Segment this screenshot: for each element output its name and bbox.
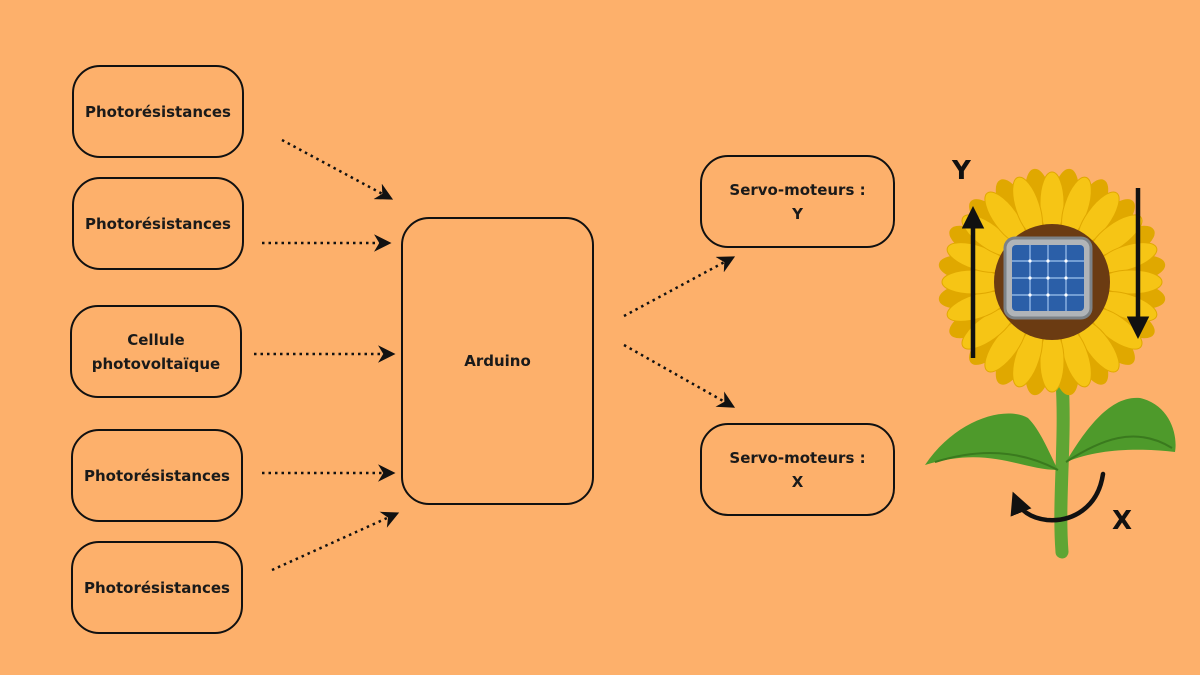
input-label-line-2: photovoltaïque bbox=[91, 354, 221, 373]
axis-label-x: X bbox=[1112, 506, 1133, 536]
input-box-photoresistances-1: Photorésistances bbox=[72, 65, 244, 158]
leaf-right-icon bbox=[1065, 397, 1176, 463]
input-label: Photorésistances bbox=[85, 102, 231, 121]
input-label: Photorésistances bbox=[84, 466, 230, 485]
leaf-left-icon bbox=[925, 413, 1059, 471]
arrow-arduino-to-servo-x bbox=[623, 343, 736, 408]
input-label: Photorésistances bbox=[84, 578, 230, 597]
servo-x-box: Servo-moteurs : X bbox=[700, 423, 895, 516]
input-box-photovoltaic-cell: Cellule photovoltaïque bbox=[70, 305, 242, 398]
solar-panel-icon bbox=[1003, 236, 1093, 320]
arrow-input-1-to-arduino bbox=[281, 138, 394, 200]
arrow-arduino-to-servo-y bbox=[623, 256, 736, 318]
input-label-line-1: Cellule bbox=[127, 330, 185, 349]
rotation-arrow-icon bbox=[1010, 471, 1106, 523]
servo-x-label-line-1: Servo-moteurs : bbox=[729, 448, 866, 467]
input-label: Photorésistances bbox=[85, 214, 231, 233]
servo-y-box: Servo-moteurs : Y bbox=[700, 155, 895, 248]
arduino-box: Arduino bbox=[401, 217, 594, 505]
input-box-photoresistances-4: Photorésistances bbox=[71, 541, 243, 634]
servo-x-label-line-2: X bbox=[791, 472, 804, 491]
stem-icon bbox=[1054, 373, 1070, 559]
arduino-label: Arduino bbox=[464, 352, 531, 370]
axis-label-y: Y bbox=[952, 156, 971, 186]
input-box-photoresistances-3: Photorésistances bbox=[71, 429, 243, 522]
servo-y-label-line-2: Y bbox=[792, 204, 803, 223]
input-box-photoresistances-2: Photorésistances bbox=[72, 177, 244, 270]
servo-y-label-line-1: Servo-moteurs : bbox=[729, 180, 866, 199]
